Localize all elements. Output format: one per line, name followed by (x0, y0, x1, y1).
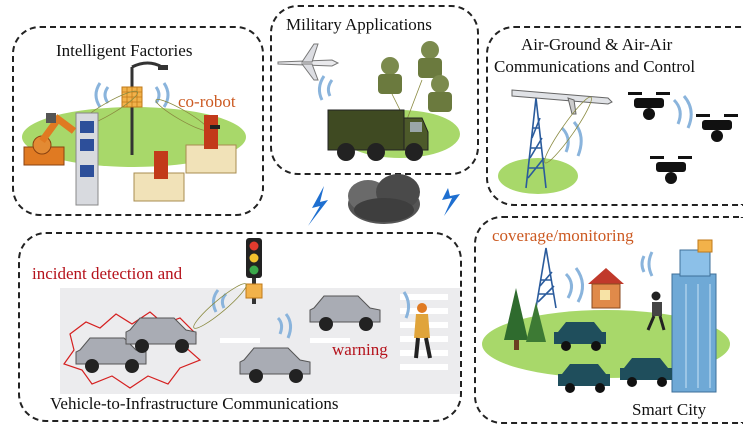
military-scene (277, 41, 460, 161)
co-robot-icon (133, 115, 237, 202)
wireless-wave-icon (211, 289, 411, 339)
soldier-icon (378, 41, 452, 112)
traffic-light-icon (245, 238, 263, 304)
wireless-wave-icon (94, 82, 170, 108)
tower-icon (535, 247, 557, 309)
skyscraper-icon (671, 239, 717, 393)
car-icon (239, 347, 311, 383)
house-icon (588, 268, 624, 309)
cloud-lightning-group (308, 174, 460, 226)
city-scene (482, 239, 730, 393)
air-ground (498, 158, 578, 194)
smart-city-title: Smart City (632, 400, 707, 419)
accident-zone (63, 311, 202, 389)
server-rack-icon (75, 112, 99, 206)
wireless-wave-icon (564, 251, 654, 303)
drone-icon (628, 92, 738, 184)
uav-icon (277, 43, 340, 81)
warning-label: warning (332, 340, 388, 359)
tree-icon (504, 288, 546, 350)
v2i-scene (60, 238, 460, 394)
lightning-icon (442, 188, 460, 216)
factories-title: Intelligent Factories (56, 41, 193, 60)
air-title-line1: Air-Ground & Air-Air (521, 35, 673, 54)
car-icon (125, 317, 197, 353)
cloud-icon (348, 174, 420, 224)
coverage-monitoring-label: coverage/monitoring (492, 226, 634, 245)
car-icon (309, 295, 381, 331)
factory-scene (22, 61, 246, 206)
pedestrian-icon (414, 303, 432, 359)
co-robot-label: co-robot (178, 92, 236, 111)
car-icon (554, 322, 672, 393)
lightning-icon (308, 186, 328, 226)
military-truck-icon (327, 109, 429, 161)
uav-icon (511, 89, 613, 115)
incident-label-line1: incident detection and (32, 264, 183, 283)
air-title-line2: Communications and Control (494, 57, 696, 76)
pedestrian-icon (646, 291, 666, 331)
air-scene (498, 89, 738, 194)
military-title: Military Applications (286, 15, 432, 34)
wireless-wave-icon (560, 95, 693, 157)
robot-arm-icon (23, 113, 77, 166)
v2i-title: Vehicle-to-Infrastructure Communications (50, 394, 339, 413)
wireless-wave-icon (317, 75, 334, 101)
